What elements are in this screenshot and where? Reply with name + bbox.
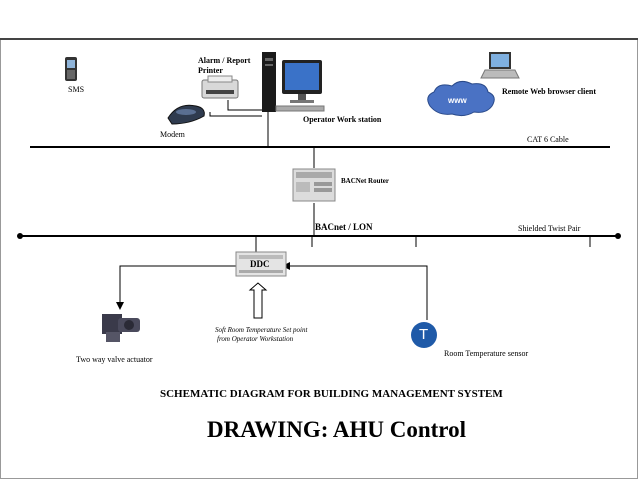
schematic-title: SCHEMATIC DIAGRAM FOR BUILDING MANAGEMEN… [160,388,503,400]
sensor-ddc-line [282,262,428,320]
shielded-label: Shielded Twist Pair [518,224,581,233]
modem-icon [167,104,205,125]
printer-label-2: Printer [198,66,223,75]
ddc-valve-line [116,265,236,310]
ddc-label: DDC [250,259,270,269]
www-label: www [448,96,467,105]
setpoint-arrow [248,282,268,319]
router-label: BACNet Router [341,177,390,185]
cat6-label: CAT 6 Cable [527,135,569,144]
top-strip [0,0,638,40]
temp-sensor-symbol: T [419,326,429,343]
bus-end-left [17,233,23,239]
bus-end-right [615,233,621,239]
ddc-controller-icon [235,251,287,277]
valve-label: Two way valve actuator [76,355,153,364]
printer-label: Alarm / Report [198,56,251,65]
sms-label: SMS [68,85,85,94]
modem-wire [209,112,262,117]
printer-wire [227,100,262,111]
pc-tower-icon [262,52,276,112]
drawing-title: DRAWING: AHU Control [207,417,466,442]
cloud-icon [427,80,495,117]
printer-icon [201,75,239,99]
setpoint-label-1: Soft Room Temperature Set point [215,326,308,334]
bacnet-lon-label: BACnet / LON [315,222,373,232]
phone-icon [65,57,77,81]
laptop-icon [480,52,520,79]
router-icon [292,168,336,202]
remote-client-label: Remote Web browser client [502,87,596,96]
modem-label: Modem [160,130,185,139]
monitor-icon [275,60,325,112]
valve-actuator-icon [102,314,140,342]
temp-sensor-icon [411,322,437,348]
setpoint-label-2: from Operator Workstation [217,335,294,343]
workstation-label: Operator Work station [303,115,382,124]
temp-sensor-label: Room Temperature sensor [444,349,529,358]
